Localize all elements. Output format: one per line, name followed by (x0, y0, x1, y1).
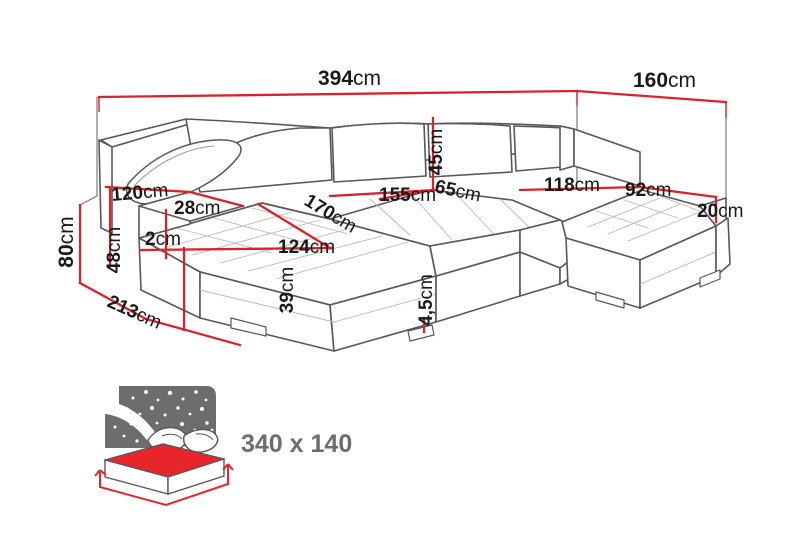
sleeping-area-label: 340 x 140 (241, 430, 352, 458)
bed-with-night-sky-icon (94, 386, 234, 507)
dimension-label-backrest-height: 45cm (426, 129, 447, 175)
dimension-lines (78, 89, 728, 347)
dimension-label-leg-height: 4,5cm (416, 274, 437, 326)
dimension-label-overall-width: 394cm (318, 67, 381, 90)
dimension-label-center-seat-width: 155cm (379, 185, 436, 206)
dimension-label-armrest-thickness: 2cm (145, 229, 181, 250)
dimension-label-seat-height: 48cm (104, 227, 125, 273)
dimension-label-left-chaise-width: 120cm (111, 180, 170, 206)
dimension-label-center-seat-depth: 65cm (433, 176, 483, 206)
dimension-label-armrest-width: 28cm (174, 198, 220, 219)
dimension-label-right-seat-width: 92cm (625, 180, 671, 201)
dimension-extensions (98, 91, 727, 118)
dimension-label-seat-depth-front: 39cm (277, 267, 298, 313)
bed-dimension-arrows (94, 463, 234, 507)
dimension-label-right-chaise-length: 118cm (544, 175, 600, 196)
dimension-label-right-chaise-depth: 160cm (633, 69, 696, 92)
sofa-outline (98, 118, 731, 352)
dimension-label-left-seat-width: 124cm (278, 237, 335, 258)
dimension-label-overall-height: 80cm (55, 216, 78, 267)
dimension-label-right-armrest-height: 20cm (697, 201, 743, 222)
